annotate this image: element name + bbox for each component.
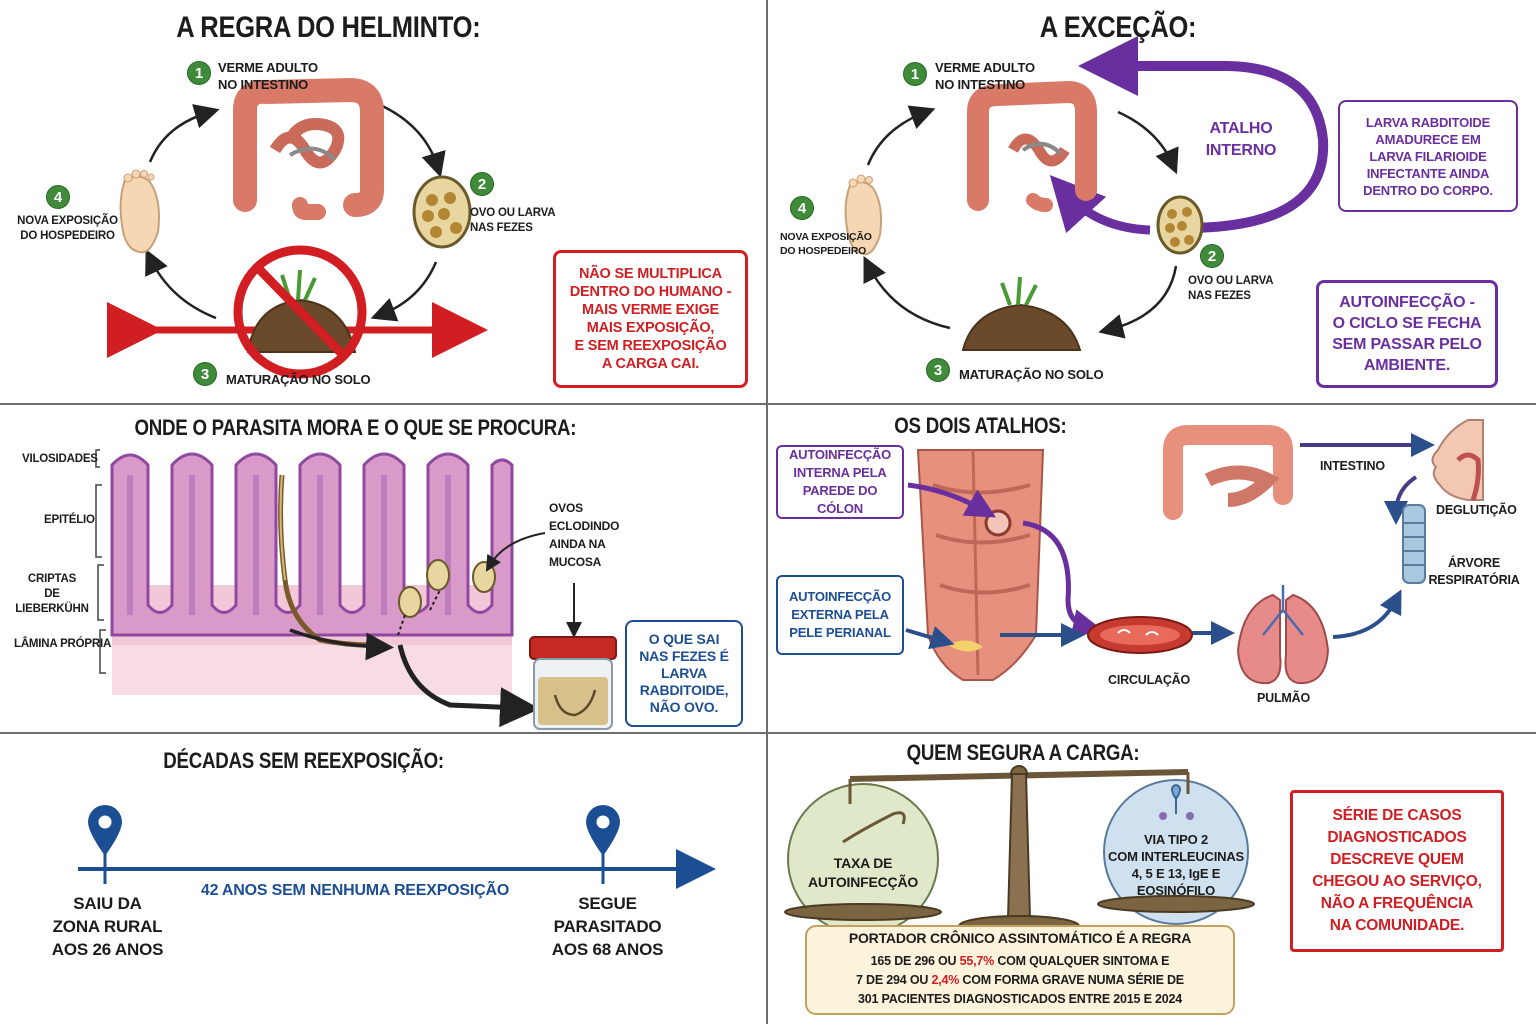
intestine-icon — [1163, 425, 1293, 520]
step-number: 4 — [46, 185, 70, 209]
location-pin-icon — [586, 805, 620, 856]
head-swallowing-icon — [1431, 419, 1484, 501]
horizontal-divider — [0, 732, 1536, 734]
panel-title: A REGRA DO HELMINTO: — [176, 11, 481, 44]
step-number: 3 — [193, 362, 217, 386]
step-number: 1 — [903, 62, 927, 86]
circulation-label: CIRCULAÇÃO — [1108, 673, 1191, 687]
foot-icon — [119, 169, 160, 254]
cycle-diagram — [844, 36, 1329, 351]
trachea-icon — [1402, 504, 1426, 584]
step-number: 2 — [470, 172, 494, 196]
intestine-icon — [967, 80, 1097, 212]
cycle-diagram — [107, 77, 488, 379]
lungs-icon — [1236, 585, 1330, 685]
panel-title: A EXCEÇÃO: — [1039, 11, 1197, 44]
intestine-icon — [233, 77, 384, 220]
soil-icon — [961, 276, 1082, 351]
layer-label: LÂMINA PRÓPRIA — [14, 638, 112, 650]
shortcuts-diagram — [905, 419, 1484, 685]
layer-label: EPITÉLIO — [44, 514, 95, 526]
step-number: 1 — [187, 61, 211, 85]
horizontal-divider — [0, 403, 1536, 405]
timeline — [78, 805, 716, 889]
step-label: MATURAÇÃO NO SOLO — [959, 367, 1104, 382]
egg-icon — [412, 175, 472, 249]
step-number: 4 — [790, 196, 814, 220]
summary-title: PORTADOR CRÔNICO ASSINTOMÁTICO É A REGRA — [848, 930, 1192, 946]
step-number: 2 — [1200, 244, 1224, 268]
foot-icon — [844, 174, 883, 256]
stool-sample-jar-icon — [529, 636, 617, 730]
balance-scale — [784, 765, 1255, 1015]
panel-title: DÉCADAS SEM REEXPOSIÇÃO: — [163, 748, 444, 773]
swallow-label: DEGLUTIÇÃO — [1436, 503, 1517, 517]
layer-label: VILOSIDADES — [22, 453, 98, 465]
soil-prohibited-icon — [233, 245, 367, 379]
step-number: 3 — [926, 358, 950, 382]
panel-title: ONDE O PARASITA MORA E O QUE SE PROCURA: — [134, 415, 577, 440]
mucosa-diagram — [95, 449, 617, 730]
lung-label: PULMÃO — [1257, 691, 1310, 705]
panel-mucosa: ONDE O PARASITA MORA E O QUE SE PROCURA:… — [0, 405, 766, 732]
villi-tissue — [110, 452, 514, 637]
vertical-divider — [766, 0, 768, 1024]
panel-title: OS DOIS ATALHOS: — [894, 413, 1067, 438]
panel-title: QUEM SEGURA A CARGA: — [906, 740, 1140, 765]
intestine-label: INTESTINO — [1320, 459, 1385, 473]
blood-vessel-icon — [1087, 616, 1193, 654]
summary-text: 165 DE 296 OU 55,7% COM QUALQUER SINTOMA… — [856, 954, 1184, 1006]
step-label: MATURAÇÃO NO SOLO — [226, 372, 371, 387]
timeline-span-label: 42 ANOS SEM NENHUMA REEXPOSIÇÃO — [200, 882, 510, 899]
egg-icon — [1156, 195, 1204, 255]
colon-wall-icon — [916, 449, 1045, 681]
location-pin-icon — [88, 805, 122, 856]
